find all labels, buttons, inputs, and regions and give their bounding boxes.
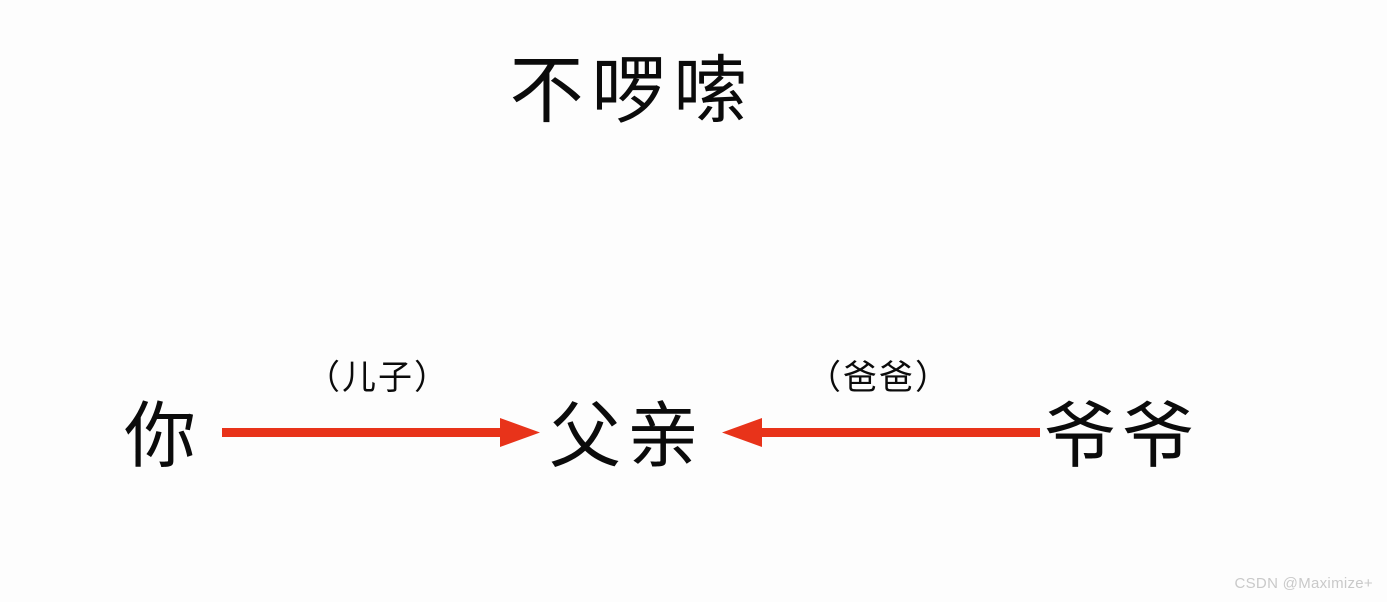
edge-label-dad: （爸爸）	[807, 358, 951, 398]
diagram-node-father: 父亲	[549, 394, 706, 478]
arrow-you-to-father	[222, 408, 540, 456]
diagram-node-grandfather: 爷爷	[1044, 394, 1201, 478]
edge-label-son: （儿子）	[306, 358, 450, 398]
watermark: CSDN @Maximize+	[1234, 575, 1373, 592]
arrow-left-icon	[722, 418, 1040, 447]
diagram-node-you: 你	[124, 394, 203, 478]
arrow-right-icon	[222, 418, 540, 447]
arrow-grandfather-to-father	[722, 408, 1040, 456]
page-title: 不啰嗦	[509, 48, 756, 134]
